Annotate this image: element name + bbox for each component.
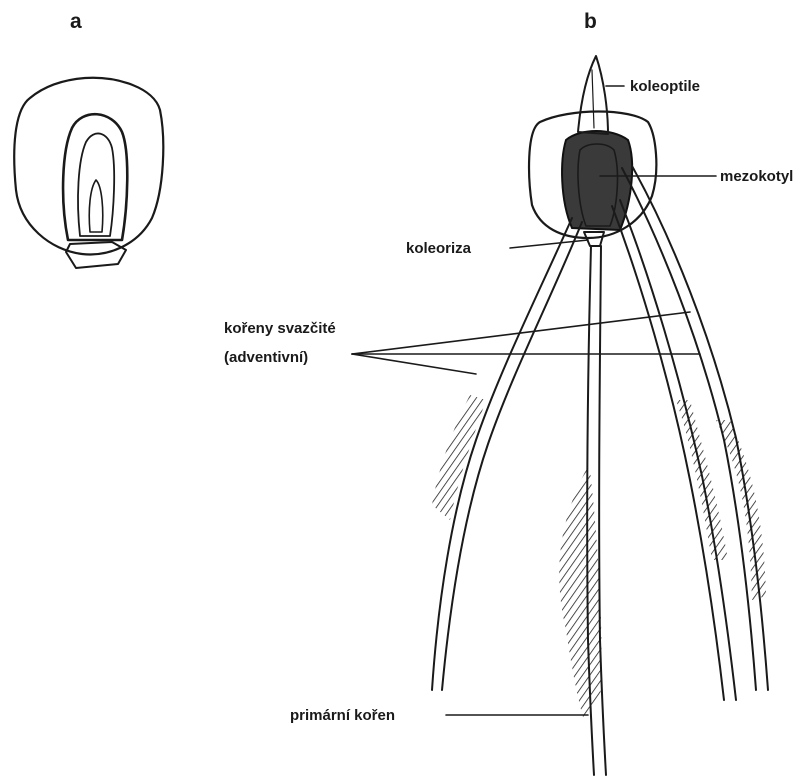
- label-koleoriza: koleoriza: [406, 240, 472, 257]
- label-koreny-group: kořeny svazčité (adventivní): [224, 312, 700, 374]
- label-koleoptile: koleoptile: [630, 78, 700, 95]
- label-koleoptile-group: koleoptile: [606, 78, 700, 95]
- panel-label-b: b: [584, 10, 597, 33]
- label-mezokotyl: mezokotyl: [720, 168, 793, 185]
- maize-seedling-b: [432, 56, 768, 775]
- label-koreny-line1: kořeny svazčité: [224, 320, 336, 337]
- label-koleoriza-group: koleoriza: [406, 240, 588, 257]
- panel-label-a: a: [70, 10, 82, 33]
- adventitious-root-left: [432, 218, 582, 690]
- maize-kernel-a: [14, 78, 163, 268]
- label-primarni-koren: primární kořen: [290, 707, 395, 724]
- label-koreny-line2: (adventivní): [224, 349, 308, 366]
- label-primarni-koren-group: primární kořen: [290, 707, 588, 724]
- adventitious-roots-right: [612, 166, 768, 700]
